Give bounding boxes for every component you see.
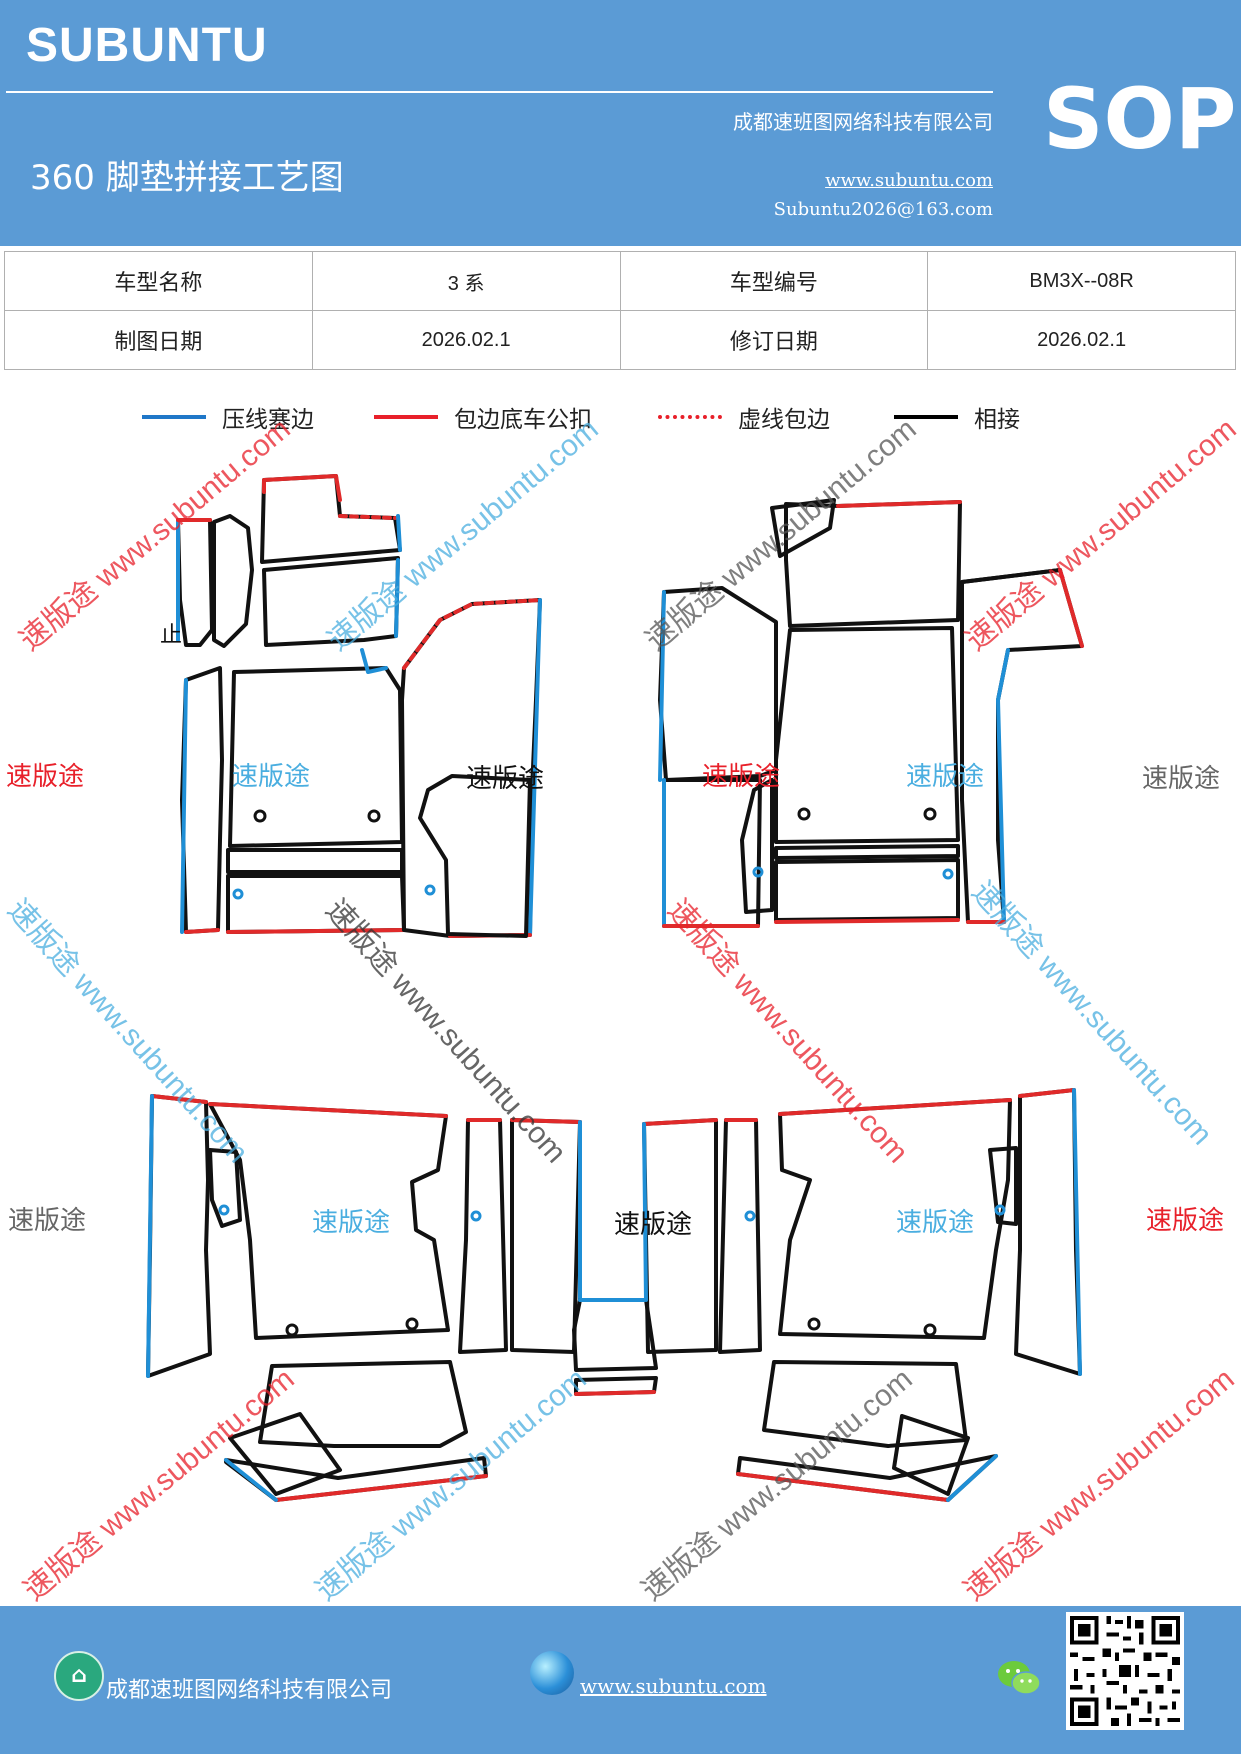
label-model-code: 车型编号 [619, 251, 929, 311]
br-main-mat [778, 1098, 1012, 1340]
tl-side-panel [212, 514, 254, 648]
company-icon: ⌂ [54, 1651, 104, 1701]
snap-hole [923, 807, 937, 821]
snap-hole [424, 884, 436, 896]
snap-hole [923, 1323, 937, 1337]
snap-hole [752, 866, 764, 878]
br-lower-panel [762, 1360, 968, 1448]
legend-label: 压线塞边 [222, 407, 314, 433]
document-title: 360 脚垫拼接工艺图 [30, 158, 344, 198]
snap-hole [744, 1210, 756, 1222]
bl-lower-panel [258, 1360, 468, 1448]
header-website-link[interactable]: www.subuntu.com [825, 170, 993, 191]
br-wheel-arch [988, 1146, 1018, 1226]
bl-main-mat [208, 1102, 450, 1340]
sop-label: SOP [1043, 70, 1237, 168]
legend-swatch-dotted-red [658, 415, 722, 419]
legend-label: 包边底车公扣 [454, 407, 592, 433]
snap-hole [253, 809, 267, 823]
tr-corner-piece [770, 498, 836, 558]
brand-logo-text: SUBUNTU [26, 19, 268, 72]
label-draw-date: 制图日期 [4, 310, 313, 370]
value-model-name: 3 系 [311, 251, 621, 311]
legend-item-blue: 压线塞边 [142, 400, 314, 434]
snap-hole [367, 809, 381, 823]
legend-swatch-solid-blue [142, 415, 206, 419]
watermark-word: 速版途 [1142, 764, 1221, 794]
watermark-word: 速版途 [702, 762, 781, 792]
tr-main-mat [774, 626, 960, 844]
br-heel-piece [892, 1414, 970, 1496]
legend-item-black: 相接 [894, 400, 1020, 434]
snap-hole [218, 1204, 230, 1216]
front-right-mat-set [658, 498, 1084, 928]
tr-lower-1 [774, 844, 960, 860]
tl-outer-left [180, 666, 224, 934]
tl-mid-panel [262, 556, 400, 647]
header-banner: SUBUNTU 成都速班图网络科技有限公司 SOP 360 脚垫拼接工艺图 ww… [0, 0, 1241, 246]
tr-tunnel-piece [740, 778, 774, 914]
snap-hole [232, 888, 244, 900]
tl-left-strip [176, 518, 214, 647]
legend-item-dotted-red: 虚线包边 [658, 400, 830, 434]
bl-wheel-arch [208, 1148, 242, 1228]
header-email[interactable]: Subuntu2026@163.com [773, 199, 993, 220]
value-revision-date: 2026.02.1 [927, 310, 1236, 370]
tl-tunnel-piece [418, 774, 532, 938]
globe-icon [530, 1651, 574, 1695]
watermark-word: 速版途 [1146, 1206, 1225, 1236]
legend: 压线塞边 包边底车公扣 虚线包边 相接 [0, 400, 1241, 440]
footer-banner: ⌂ 成都速班图网络科技有限公司 www.subuntu.com [0, 1606, 1241, 1754]
snap-hole [807, 1317, 821, 1331]
tl-main-lower [226, 848, 404, 874]
legend-swatch-solid-black [894, 415, 958, 419]
br-outer-strip [1014, 1088, 1082, 1376]
watermark-word: 速版途 [8, 1206, 87, 1236]
legend-label: 相接 [974, 407, 1020, 433]
qr-code[interactable] [1066, 1612, 1184, 1730]
watermark-word: 速版途 [232, 762, 311, 792]
watermark-word: 速版途 [466, 764, 545, 794]
rear-right-mat-set [642, 1088, 1082, 1502]
value-draw-date: 2026.02.1 [311, 310, 621, 370]
snap-hole [405, 1317, 419, 1331]
snap-hole [470, 1210, 482, 1222]
value-model-code: BM3X--08R [927, 251, 1236, 311]
wechat-icon[interactable] [996, 1658, 1042, 1698]
floor-mat-diagram: 止 [146, 474, 1084, 1502]
table-row: 车型名称 3 系 车型编号 BM3X--08R [4, 251, 1236, 311]
vehicle-info-table: 车型名称 3 系 车型编号 BM3X--08R 制图日期 2026.02.1 修… [4, 251, 1236, 370]
bl-heel-piece [228, 1412, 342, 1496]
br-center-strip-2 [718, 1118, 762, 1354]
front-left-mat-set [176, 474, 542, 938]
snap-hole [797, 807, 811, 821]
watermark-word: 速版途 [312, 1208, 391, 1238]
legend-swatch-solid-red [374, 415, 438, 419]
table-row: 制图日期 2026.02.1 修订日期 2026.02.1 [4, 310, 1236, 370]
legend-label: 虚线包边 [738, 407, 830, 433]
label-revision-date: 修订日期 [619, 310, 929, 370]
footer-website-link[interactable]: www.subuntu.com [580, 1674, 767, 1698]
tr-lower-2 [774, 858, 960, 922]
snap-hole [285, 1323, 299, 1337]
watermark-word: 速版途 [614, 1210, 693, 1240]
footer-company: 成都速班图网络科技有限公司 [106, 1678, 393, 1703]
watermark-word: 速版途 [6, 762, 85, 792]
watermark-word: 速版途 [896, 1208, 975, 1238]
rear-left-mat-set [146, 1094, 582, 1502]
stop-marker: 止 [160, 623, 182, 648]
header-divider [6, 91, 993, 93]
header-company: 成都速班图网络科技有限公司 [733, 110, 993, 134]
watermark-word: 速版途 [906, 762, 985, 792]
legend-item-red: 包边底车公扣 [374, 400, 592, 434]
bl-center-strip-1 [458, 1118, 508, 1354]
snap-hole [994, 1204, 1006, 1216]
label-model-name: 车型名称 [4, 251, 313, 311]
snap-hole [942, 868, 954, 880]
